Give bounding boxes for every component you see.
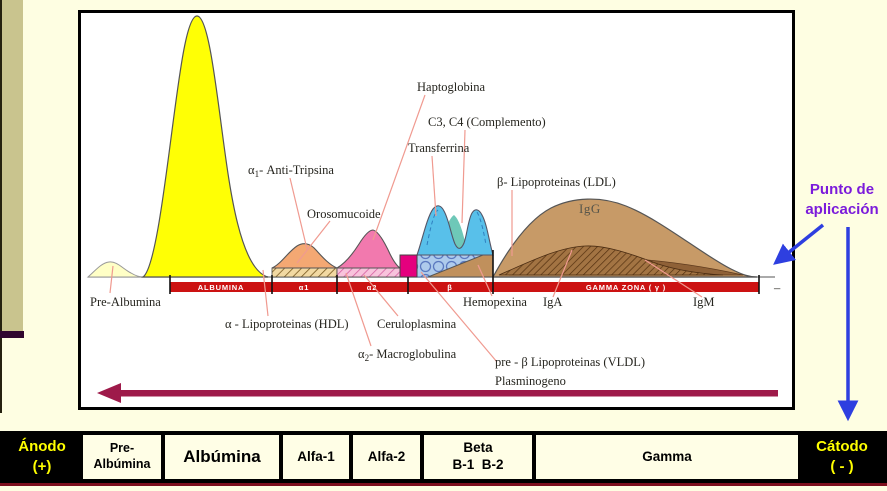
leader-ceruloplasmina	[363, 274, 399, 317]
label-plasminogeno: Plasminogeno	[495, 374, 566, 388]
label-ceruloplasmina: Ceruloplasmina	[377, 317, 457, 331]
olive-sidebar	[2, 0, 23, 331]
sidebar-end-bar	[0, 331, 24, 338]
label-transferrina: Transferrina	[408, 141, 470, 155]
electrophoresis-panel: ALBUMINA α1 α2 β GAMMA ZONA ( γ ) – Hapt…	[78, 10, 795, 410]
table-cell-gamma: Gamma	[536, 435, 798, 479]
screen-left-edge	[0, 0, 2, 413]
gamma-iga-hump	[498, 245, 724, 276]
alpha2-peak	[334, 229, 402, 269]
leader-pre-albumina	[109, 265, 114, 294]
label-ldl: β- Lipoproteinas (LDL)	[497, 175, 616, 189]
table-cell-beta: Beta B-1 B-2	[424, 435, 532, 479]
leader-iga	[552, 249, 573, 298]
table-underline	[0, 483, 887, 486]
leader-complemento	[461, 129, 466, 224]
magenta-block	[399, 254, 418, 278]
label-hemopexina: Hemopexina	[463, 295, 527, 309]
zone-bar-label-beta: β	[447, 283, 452, 292]
leader-orosomucoide	[296, 220, 331, 264]
application-point-label: Punto de aplicación	[797, 180, 887, 220]
leader-transferrina	[431, 155, 437, 217]
table-cell-alfa2: Alfa-2	[353, 435, 420, 479]
table-cell-catodo: Cátodo ( - )	[802, 435, 882, 479]
label-iga: IgA	[543, 295, 562, 309]
anode-label: Ánodo	[18, 437, 66, 455]
beta-blue-peaks	[416, 205, 494, 256]
zone-bar-label-alfa1: α1	[299, 283, 309, 292]
leader-anti-tripsina	[289, 177, 308, 250]
label-macroglobulina: α2- Macroglobulina	[358, 347, 457, 363]
label-orosomucoide: Orosomucoide	[307, 207, 381, 221]
zone-bar	[170, 282, 759, 292]
leader-igm	[644, 259, 703, 298]
zone-bar-label-alfa2: α2	[367, 283, 377, 292]
alpha1-peak	[271, 243, 338, 269]
label-igg: IgG	[579, 201, 601, 216]
zone-bar-label-albumina: ALBUMINA	[198, 283, 244, 292]
albumin-peak	[141, 15, 269, 278]
alpha1-hatch-band	[271, 267, 338, 278]
label-hdl: α - Lipoproteinas (HDL)	[225, 317, 349, 331]
label-vldl: pre - β Lipoproteinas (VLDL)	[495, 355, 645, 369]
cathode-sign: ( - )	[830, 458, 854, 475]
zone-table: Ánodo (+) Pre- Albúmina Albúmina Alfa-1 …	[0, 431, 887, 483]
leader-hdl	[262, 269, 269, 317]
leader-macroglobulina	[345, 272, 372, 347]
label-complemento: C3, C4 (Complemento)	[428, 115, 546, 129]
anode-sign: (+)	[32, 458, 52, 475]
prealbumin-peak	[86, 261, 144, 278]
leader-hemopexina	[477, 264, 493, 297]
label-anti-tripsina: α1- Anti-Tripsina	[248, 163, 334, 179]
table-cell-anodo: Ánodo (+)	[5, 435, 79, 479]
leader-haptoglobina	[372, 94, 426, 241]
beta-dashed-accent-right	[476, 211, 487, 246]
minus-sign: –	[773, 281, 781, 295]
beta-dashed-accent-left	[426, 209, 439, 246]
label-pre-albumina: Pre-Albumina	[90, 295, 161, 309]
label-igm: IgM	[693, 295, 715, 309]
table-cell-pre-albumina: Pre- Albúmina	[83, 435, 161, 479]
label-haptoglobina: Haptoglobina	[417, 80, 485, 94]
application-point-line2: aplicación	[805, 201, 879, 218]
cathode-label: Cátodo	[816, 437, 868, 455]
migration-arrow	[97, 383, 778, 403]
table-cell-albumina: Albúmina	[165, 435, 279, 479]
leader-vldl	[420, 271, 498, 363]
table-cell-alfa1: Alfa-1	[283, 435, 349, 479]
zone-bar-label-gamma: GAMMA ZONA ( γ )	[586, 283, 666, 292]
application-point-line1: Punto de	[809, 181, 875, 198]
electrophoresis-diagram: ALBUMINA α1 α2 β GAMMA ZONA ( γ ) – Hapt…	[86, 15, 781, 403]
